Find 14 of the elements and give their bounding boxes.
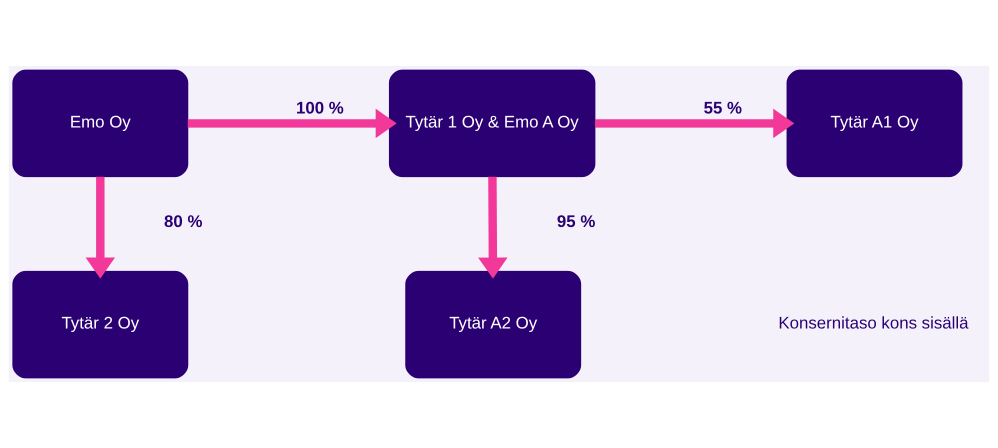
node-box: Tytär A1 Oy (786, 70, 962, 178)
edge-label: 95 % (556, 212, 596, 231)
arrow (595, 108, 794, 138)
node-box: Tytär 2 Oy (12, 270, 188, 378)
edge-label: 100 % (296, 98, 344, 118)
edge-label: 55 % (704, 98, 742, 118)
arrow (188, 108, 397, 138)
node-box: Emo Oy (12, 70, 188, 178)
node-box: Tytär A2 Oy (405, 270, 582, 378)
label: Konsernitaso kons sisällä (778, 314, 968, 333)
arrow (478, 176, 508, 279)
edge-label: 80 % (164, 212, 202, 231)
arrow (86, 176, 116, 279)
node-box: Tytär 1 Oy & Emo A Oy (388, 70, 596, 178)
